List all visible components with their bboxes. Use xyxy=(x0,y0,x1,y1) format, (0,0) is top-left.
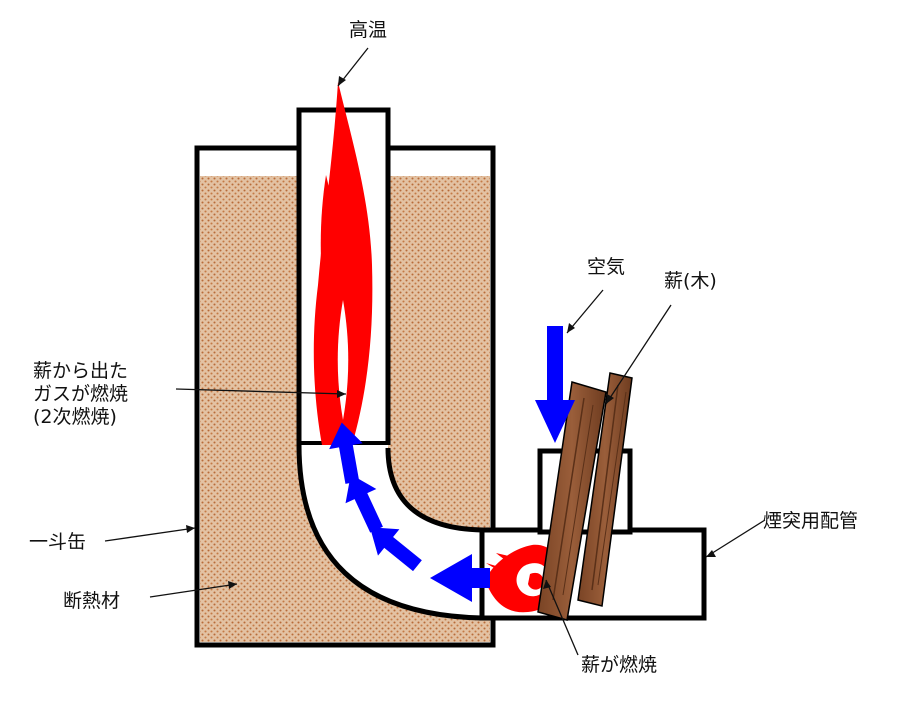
flow-arrow-1 xyxy=(430,554,490,602)
leader-air xyxy=(566,289,604,334)
label-air: 空気 xyxy=(587,256,626,278)
flow-arrow-4 xyxy=(329,422,363,484)
label-can: 一斗缶 xyxy=(29,531,87,553)
leader-gas-combustion xyxy=(175,388,347,395)
label-gas-combustion-line2: ガスが燃焼 xyxy=(33,383,129,406)
flow-arrow-3 xyxy=(345,474,383,533)
riser-flame xyxy=(313,82,373,445)
label-gas-combustion: 薪から出た ガスが燃焼 (2次燃焼) xyxy=(33,360,128,430)
leader-insulation xyxy=(149,583,238,598)
label-insulation: 断熱材 xyxy=(63,590,121,612)
flow-arrow-2 xyxy=(370,527,422,572)
airflow-arrows xyxy=(329,326,575,602)
firewood-sticks xyxy=(537,372,633,621)
leader-arrowheads xyxy=(186,76,716,589)
label-gas-combustion-line3: (2次燃焼) xyxy=(33,406,117,429)
riser-flame-core xyxy=(337,300,349,420)
leader-can xyxy=(104,527,196,542)
leader-lines xyxy=(104,47,766,656)
leader-wood-burning xyxy=(545,579,579,656)
label-high-temp: 高温 xyxy=(349,19,388,41)
air-in-arrow xyxy=(535,326,575,443)
label-gas-combustion-line1: 薪から出た xyxy=(33,360,129,382)
elbow-inner xyxy=(385,447,483,533)
leader-firewood xyxy=(605,304,672,405)
elbow-outer xyxy=(296,444,483,621)
label-chimney-pipe: 煙突用配管 xyxy=(763,510,859,532)
label-wood-burning: 薪が燃焼 xyxy=(581,654,658,676)
leader-chimney-pipe xyxy=(705,519,766,558)
label-firewood: 薪(木) xyxy=(664,270,717,292)
